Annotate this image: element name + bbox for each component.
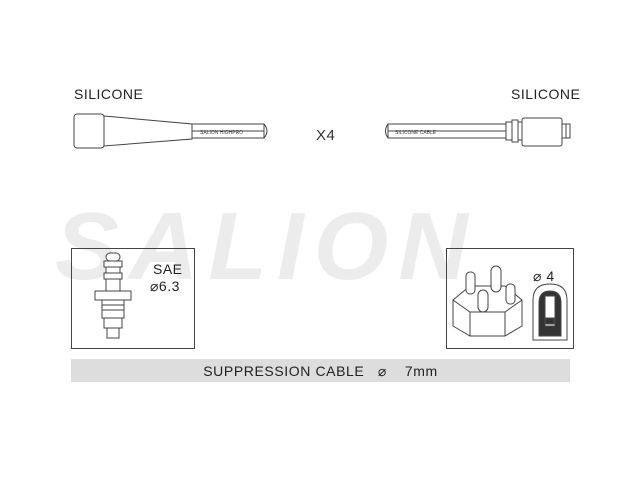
spark-plug-terminal-icon	[94, 252, 132, 339]
right-collar-2	[511, 119, 519, 143]
right-collar-1	[505, 121, 513, 141]
watermark: SALION	[55, 193, 478, 300]
distributor-diameter-label: ⌀ 4	[533, 268, 555, 284]
cable-spec-bar: SUPPRESSION CABLE ⌀ 7mm	[71, 359, 570, 382]
left-cable-print: SALION HIGHPRO	[200, 130, 243, 136]
quantity-label: X4	[316, 127, 336, 144]
left-boot-taper	[103, 115, 193, 147]
right-cable-end	[385, 123, 389, 139]
left-cable-assembly	[73, 113, 268, 149]
distributor-cap-icon	[452, 265, 523, 337]
distributor-panel	[446, 248, 574, 349]
spark-plug-panel	[71, 248, 195, 349]
left-cable-end	[263, 123, 268, 139]
right-cable-assembly	[385, 117, 571, 147]
spark-plug-standard-label: SAE	[153, 261, 183, 277]
distributor-terminal-icon	[532, 283, 568, 341]
right-boot-label: SILICONE	[511, 86, 581, 102]
left-boot-cap	[73, 113, 105, 149]
cable-spec-text: SUPPRESSION CABLE ⌀ 7mm	[203, 363, 438, 379]
right-cable-print: SILICONE CABLE	[395, 130, 437, 136]
left-boot-label: SILICONE	[74, 86, 144, 102]
spark-plug-diameter-label: ⌀6.3	[150, 278, 180, 294]
right-boot-body	[521, 117, 563, 147]
